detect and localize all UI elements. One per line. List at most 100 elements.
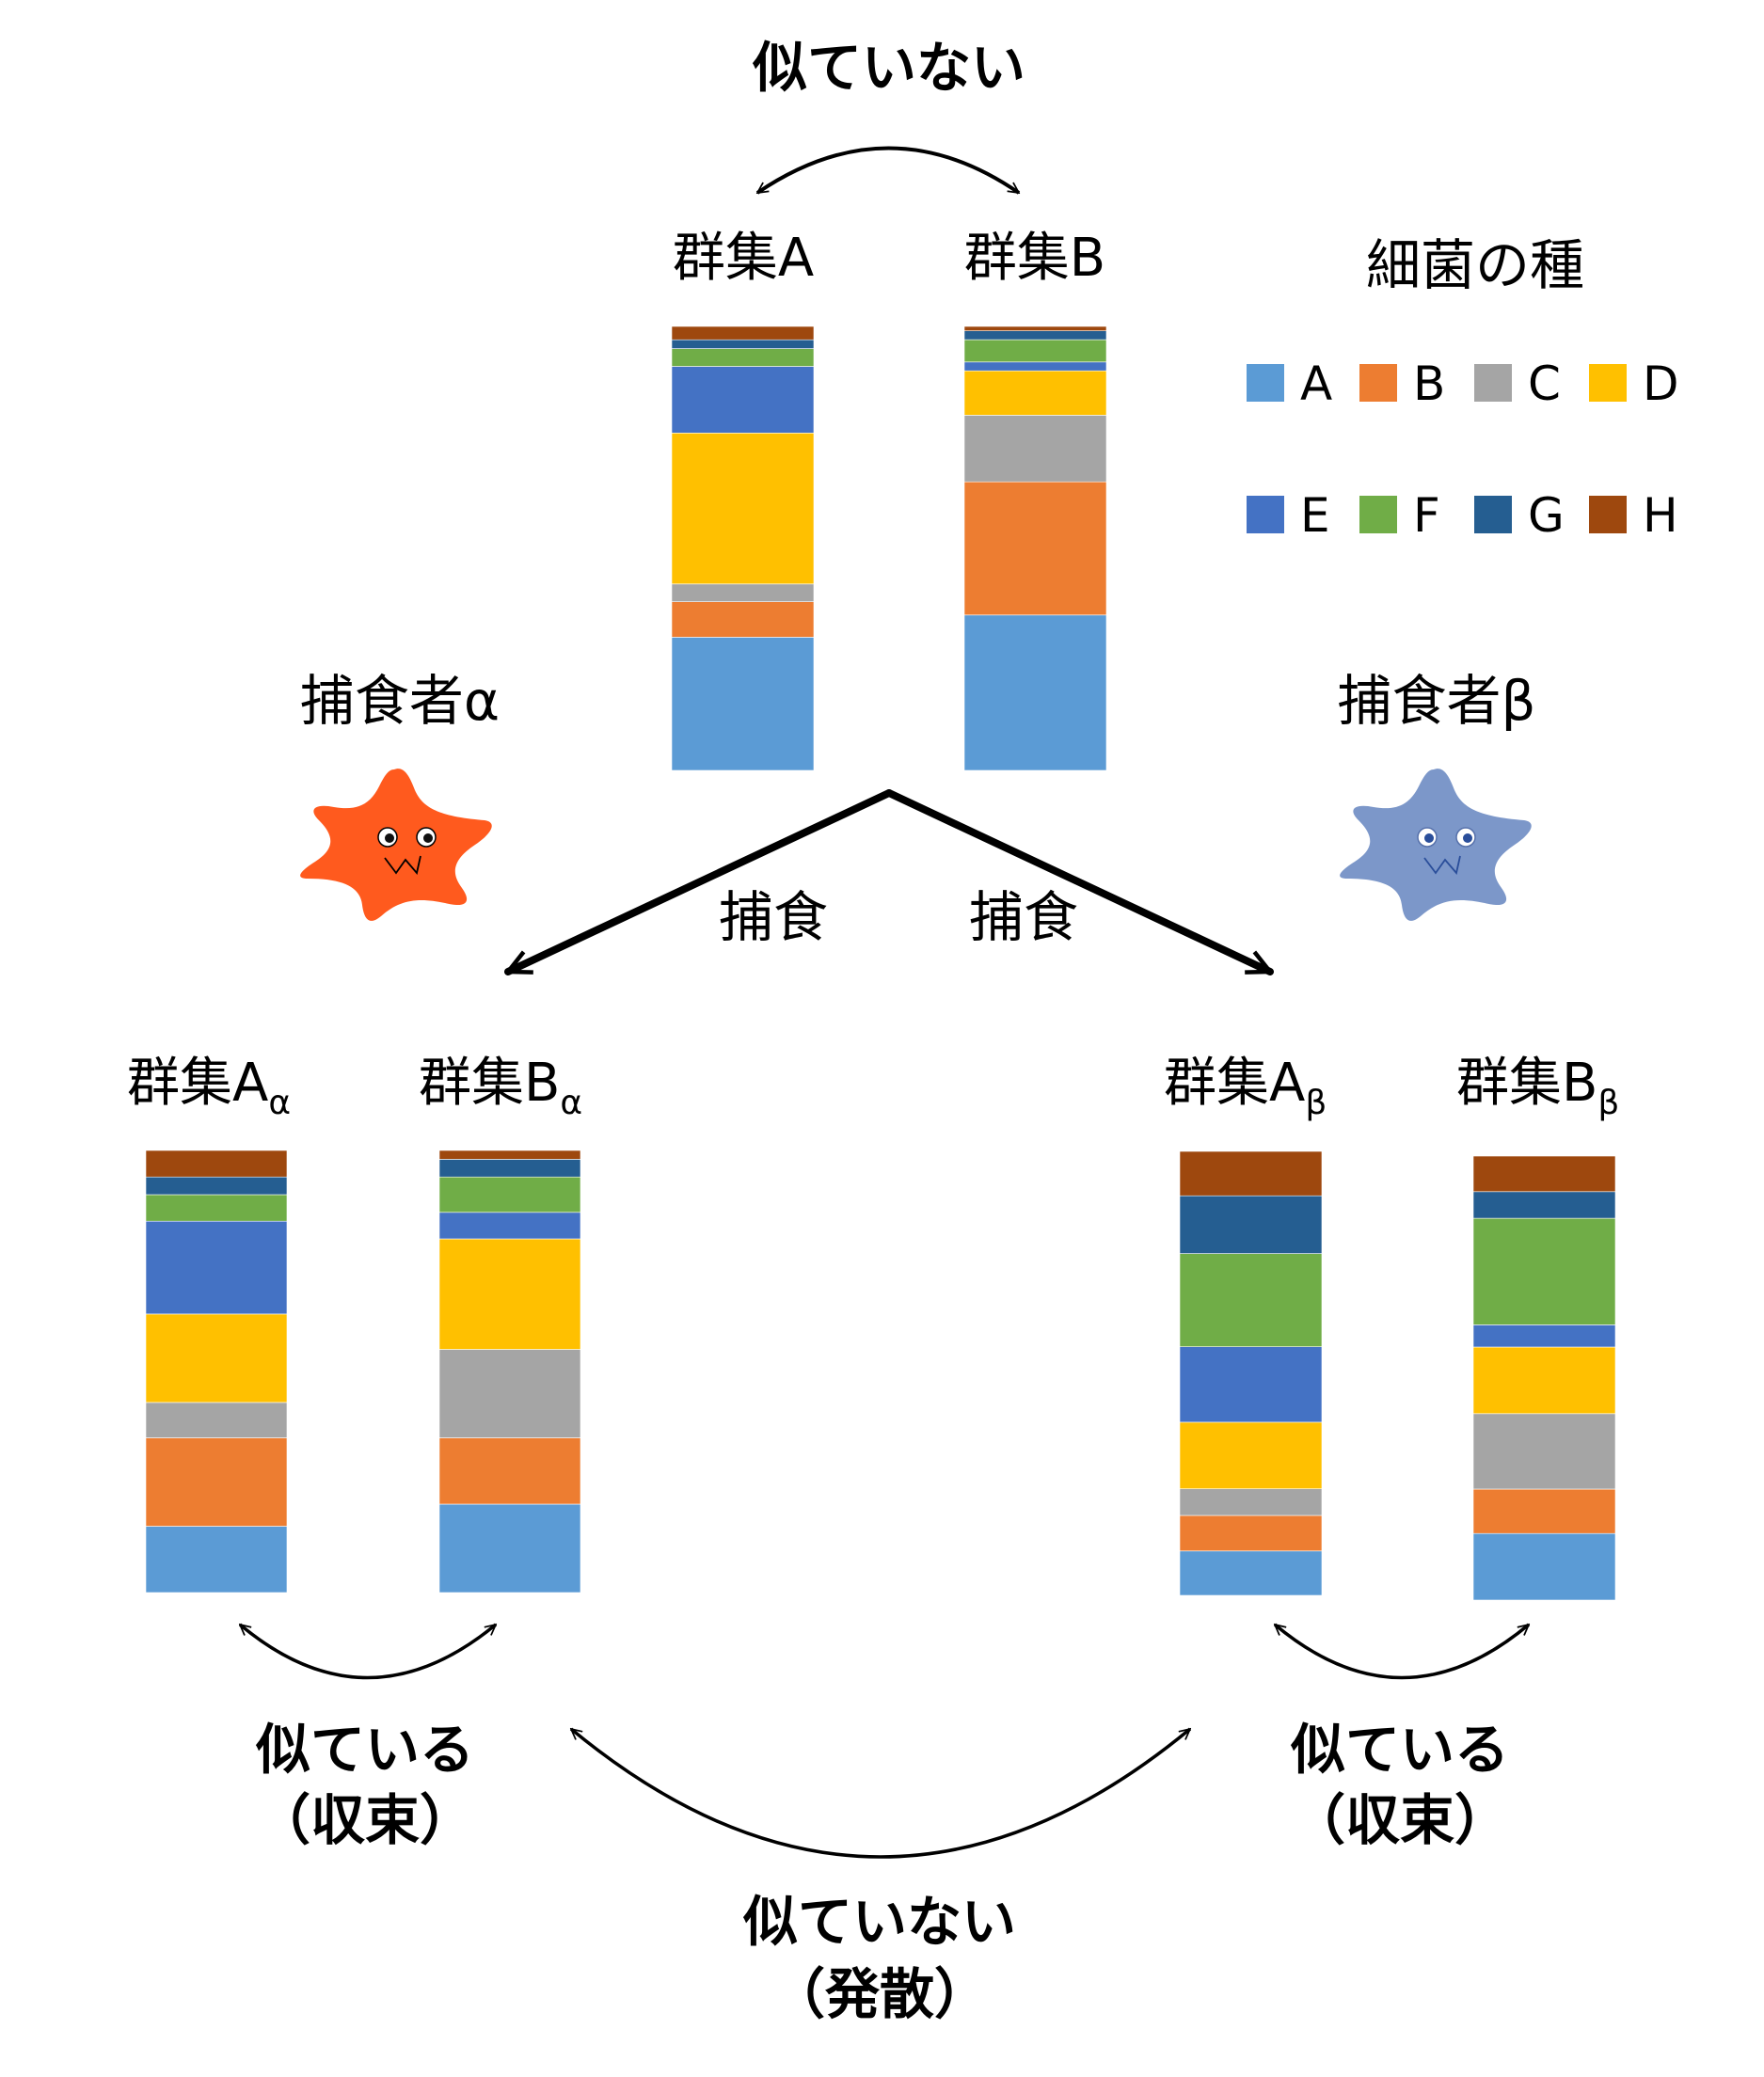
legend-swatch-F [1359, 496, 1397, 533]
pupil-left [1424, 833, 1434, 843]
beta-relation-note: （収束） [1291, 1788, 1509, 1852]
legend-title: 細菌の種 [1366, 233, 1584, 297]
bar-segment-D [438, 1238, 581, 1350]
bar-segment-E [963, 361, 1107, 372]
bar-segment-B [671, 601, 815, 638]
alpha-relation-label: 似ている [255, 1718, 474, 1782]
bar-segment-A [1179, 1550, 1323, 1596]
bar-segment-F [145, 1194, 288, 1222]
between-relation-note: （発散） [771, 1962, 989, 2026]
bar-segment-D [145, 1313, 288, 1403]
community-b-beta-label: 群集Bβ [1456, 1053, 1619, 1122]
bar-segment-C [1472, 1413, 1616, 1490]
legend-label-D: D [1643, 357, 1679, 411]
bar-segment-E [671, 366, 815, 434]
stacked-bars [145, 325, 1616, 1601]
legend-swatch-E [1247, 496, 1284, 533]
legend-label-G: G [1528, 488, 1565, 543]
bar-segment-F [963, 339, 1107, 363]
legend-label-A: A [1300, 357, 1332, 411]
bar-segment-D [671, 432, 815, 585]
predator-alpha-label: 捕食者α [300, 669, 500, 733]
bar-segment-A [671, 637, 815, 771]
bar-segment-H [1179, 1150, 1323, 1197]
community-b-label: 群集B [964, 228, 1105, 289]
legend-swatch-C [1474, 364, 1512, 402]
bar-segment-H [671, 325, 815, 341]
predator-alpha-body [300, 769, 492, 921]
beta-relation-label: 似ている [1290, 1718, 1509, 1782]
bar-segment-B [438, 1437, 581, 1505]
predation-label-right: 捕食 [969, 885, 1078, 949]
legend-label-H: H [1643, 488, 1678, 543]
bar-segment-G [1179, 1195, 1323, 1254]
legend-label-B: B [1413, 357, 1445, 411]
top-relation-label: 似ていない [752, 36, 1025, 100]
legend-swatch-H [1589, 496, 1627, 533]
bar-segment-C [1179, 1488, 1323, 1516]
community-a-beta-label: 群集Aβ [1164, 1053, 1327, 1122]
legend-swatch-G [1474, 496, 1512, 533]
predator-beta-label: 捕食者β [1337, 669, 1535, 733]
bar-segment-B [963, 481, 1107, 616]
mouth [1423, 855, 1461, 875]
bar-segment-A [145, 1526, 288, 1593]
alpha-convergence-arrow-icon [240, 1623, 496, 1680]
bar-segment-A [963, 614, 1107, 771]
bar-segment-A [438, 1503, 581, 1593]
community-a-label: 群集A [673, 228, 814, 289]
between-relation-label: 似ていない [742, 1890, 1016, 1954]
bar-segment-B [1179, 1514, 1323, 1552]
bar-segment-D [963, 370, 1107, 416]
bar-segment-F [671, 348, 815, 367]
bar-segment-H [438, 1149, 581, 1160]
bar-segment-C [963, 415, 1107, 483]
bar-segment-H [1472, 1155, 1616, 1193]
bar-segment-G [963, 330, 1107, 341]
legend-label-C: C [1528, 357, 1561, 411]
predation-arrow-right-icon [885, 789, 1270, 975]
legend-swatch-B [1359, 364, 1397, 402]
top-double-arrow-icon [757, 146, 1019, 195]
bar-segment-G [1472, 1191, 1616, 1219]
predation-arrow-left-icon [508, 789, 893, 975]
bar-segment-G [438, 1159, 581, 1178]
bar-segment-C [438, 1349, 581, 1438]
pupil-right [1463, 833, 1472, 843]
bar-segment-G [671, 339, 815, 349]
community-b-alpha-label: 群集Bα [419, 1053, 582, 1122]
bar-segment-E [1472, 1324, 1616, 1348]
bar-segment-E [1179, 1346, 1323, 1423]
legend-label-F: F [1413, 488, 1440, 543]
bar-segment-F [1472, 1217, 1616, 1325]
bar-segment-F [1179, 1253, 1323, 1347]
alpha-relation-note: （収束） [256, 1788, 474, 1852]
beta-convergence-arrow-icon [1275, 1623, 1529, 1680]
community-a-alpha-label: 群集Aα [127, 1053, 291, 1122]
bar-segment-H [145, 1149, 288, 1178]
bar-segment-H [963, 325, 1107, 331]
divergence-arrow-icon [571, 1727, 1190, 1859]
legend-swatch-D [1589, 364, 1627, 402]
bar-segment-B [145, 1437, 288, 1527]
predator-alpha-icon [300, 769, 492, 921]
predator-beta-icon [1340, 769, 1532, 921]
bar-segment-E [145, 1220, 288, 1315]
bar-segment-D [1179, 1421, 1323, 1490]
predator-beta-body [1340, 769, 1532, 921]
bar-segment-E [438, 1212, 581, 1240]
bar-segment-G [145, 1176, 288, 1196]
bar-segment-D [1472, 1346, 1616, 1415]
legend-label-E: E [1300, 488, 1330, 543]
predation-label-left: 捕食 [719, 885, 828, 949]
bar-segment-C [145, 1402, 288, 1438]
bar-segment-F [438, 1176, 581, 1213]
bar-segment-C [671, 583, 815, 602]
bar-segment-B [1472, 1488, 1616, 1534]
pupil-right [423, 833, 433, 843]
pupil-left [385, 833, 394, 843]
legend: A B C D E F G H [1247, 357, 1679, 543]
mouth [384, 855, 421, 875]
bar-segment-A [1472, 1532, 1616, 1601]
